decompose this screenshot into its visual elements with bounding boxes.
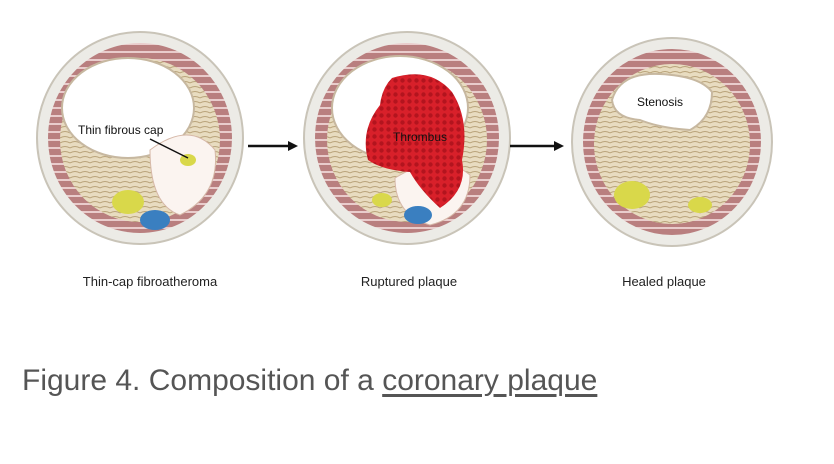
lipid-pool [112,190,144,214]
figure-caption: Figure 4. Composition of a coronary plaq… [22,364,597,398]
caption-prefix: Figure 4. Composition of a [22,364,383,397]
thrombus-label: Thrombus [393,130,447,144]
plaque-progression-diagram: Thin fibrous cap Thin-cap fibroatheroma … [36,31,773,289]
calcium-deposit [404,206,432,224]
lipid-pool-small [180,154,196,166]
narrowed-lumen [610,72,714,132]
lipid-pool [372,193,392,207]
panel-label-healed: Healed plaque [622,274,706,289]
panel-healed-plaque: Stenosis Healed plaque [571,37,773,289]
thrombus-mass [365,74,465,208]
lumen [61,57,195,159]
arrow-2-icon [510,141,564,151]
panel-label-ruptured: Ruptured plaque [361,274,457,289]
calcium-deposit [140,210,170,230]
necrotic-core [149,134,217,216]
lipid-pool-small [688,197,712,213]
coronary-plaque-link[interactable]: coronary plaque [382,364,598,397]
panel-ruptured-plaque: Thrombus Ruptured plaque [303,31,511,289]
stenosis-label: Stenosis [637,95,683,109]
panel-label-thin-cap: Thin-cap fibroatheroma [83,274,218,289]
arrow-1-icon [248,141,298,151]
thin-cap-pointer [149,138,189,159]
lipid-pool [614,181,650,209]
panel-thin-cap-fibroatheroma: Thin fibrous cap Thin-cap fibroatheroma [36,31,244,289]
thin-fibrous-cap-label: Thin fibrous cap [78,123,164,137]
